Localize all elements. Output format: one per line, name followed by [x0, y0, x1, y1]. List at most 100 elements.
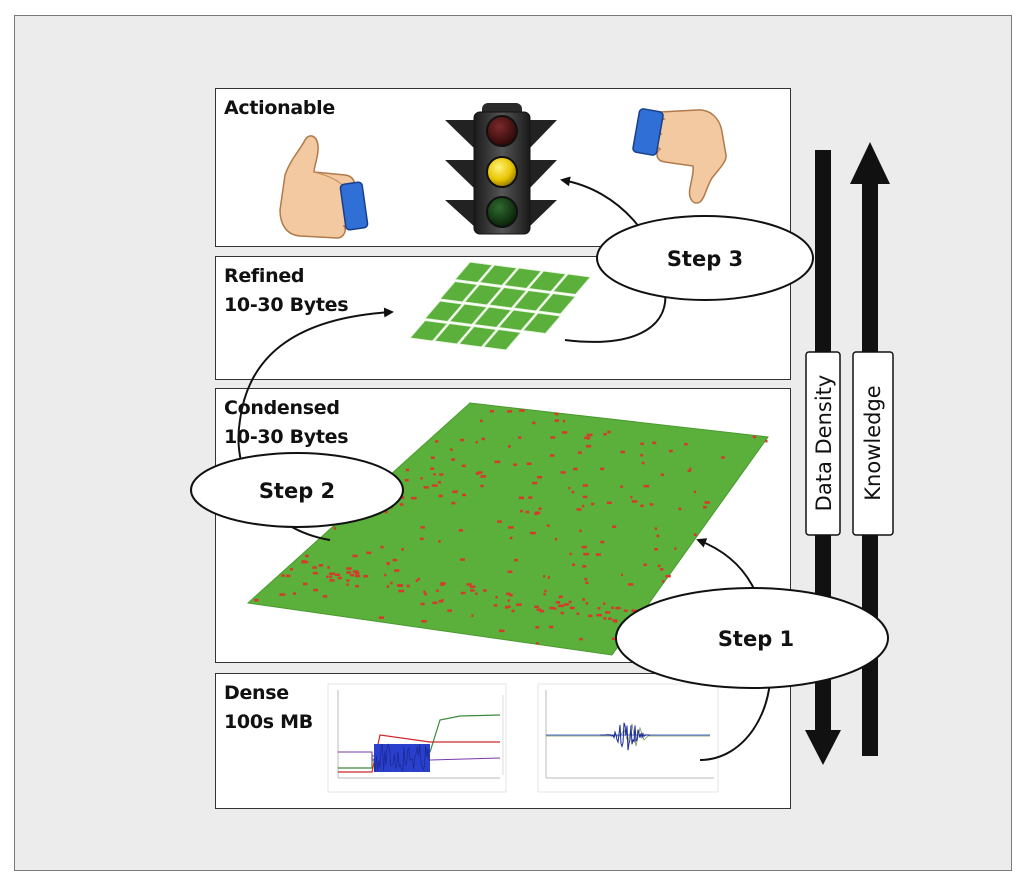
anomaly-dot: [423, 486, 429, 489]
anomaly-dot: [559, 595, 563, 598]
anomaly-dot: [585, 445, 592, 448]
anomaly-dot: [398, 584, 403, 587]
anomaly-dot: [547, 576, 550, 579]
anomaly-dot: [579, 529, 582, 533]
refined-size: 10-30 Bytes: [224, 294, 349, 316]
anomaly-dot: [558, 604, 565, 608]
anomaly-dot: [451, 458, 456, 461]
anomaly-dot: [334, 573, 341, 577]
dense-title: Dense: [224, 682, 289, 704]
anomaly-dot: [519, 409, 525, 412]
anomaly-dot: [660, 568, 664, 571]
anomaly-dot: [582, 598, 585, 601]
anomaly-dot: [525, 510, 530, 514]
refined-tile: [439, 280, 479, 303]
anomaly-dot: [419, 537, 424, 541]
anomaly-dot: [532, 421, 536, 425]
anomaly-dot: [532, 481, 538, 485]
anomaly-dot: [612, 637, 618, 640]
anomaly-dot: [514, 558, 518, 562]
anomaly-dot: [554, 419, 559, 422]
anomaly-dot: [640, 504, 644, 507]
knowledge-label: Knowledge: [861, 385, 885, 500]
anomaly-dot: [536, 608, 542, 611]
anomaly-dot: [423, 590, 426, 594]
anomaly-dot: [640, 454, 644, 457]
anomaly-dot: [471, 614, 474, 617]
anomaly-dot: [305, 554, 309, 558]
panel-refined-label: Refined 10-30 Bytes: [224, 262, 349, 320]
anomaly-dot: [600, 540, 605, 544]
anomaly-dot: [505, 592, 511, 596]
anomaly-dot: [660, 473, 665, 476]
anomaly-dot: [656, 534, 660, 538]
anomaly-dot: [326, 575, 329, 578]
anomaly-dot: [652, 441, 657, 445]
anomaly-dot: [303, 560, 309, 564]
refined-tile: [454, 261, 494, 284]
anomaly-dot: [549, 454, 555, 457]
anomaly-dot: [569, 606, 575, 610]
step2-badge: Step 2: [190, 452, 404, 528]
thumbs-up-icon: [279, 135, 369, 239]
anomaly-dot: [608, 617, 612, 620]
anomaly-dot: [674, 547, 677, 550]
anomaly-dot: [620, 450, 626, 454]
anomaly-dot: [392, 558, 398, 562]
anomaly-dot: [765, 440, 768, 443]
anomaly-dot: [549, 606, 555, 610]
anomaly-dot: [507, 410, 513, 413]
refined-tile: [478, 264, 518, 287]
anomaly-dot: [554, 412, 559, 416]
anomaly-dot: [420, 526, 425, 529]
anomaly-dot: [526, 462, 532, 465]
refined-tile: [433, 322, 473, 345]
anomaly-dot: [477, 471, 483, 474]
anomaly-dot: [568, 486, 571, 490]
anomaly-dot: [621, 573, 624, 577]
dense-plot-left: [327, 683, 507, 793]
anomaly-dot: [398, 589, 405, 593]
traffic-light-icon: [445, 103, 557, 235]
anomaly-dot: [420, 602, 425, 606]
anomaly-dot: [669, 449, 673, 453]
anomaly-dot: [513, 463, 518, 466]
anomaly-dot: [313, 588, 318, 592]
anomaly-dot: [530, 531, 536, 535]
anomaly-dot: [438, 540, 441, 543]
anomaly-dot: [630, 495, 633, 499]
anomaly-dot: [577, 451, 582, 454]
anomaly-dot: [461, 464, 466, 468]
anomaly-dot: [489, 410, 494, 413]
anomaly-dot: [643, 563, 647, 566]
anomaly-dot: [452, 490, 457, 494]
step1-label: Step 1: [718, 627, 794, 651]
anomaly-dot: [576, 612, 580, 615]
anomaly-dot: [654, 548, 658, 551]
anomaly-dot: [595, 553, 601, 556]
anomaly-dot: [643, 484, 650, 488]
anomaly-dot: [337, 576, 342, 580]
dense-size: 100s MB: [224, 711, 313, 733]
anomaly-dot: [612, 525, 617, 528]
anomaly-dot: [605, 611, 611, 614]
anomaly-dot: [333, 527, 337, 530]
anomaly-dot: [493, 604, 498, 607]
anomaly-dot: [404, 478, 409, 482]
anomaly-dot: [281, 574, 285, 577]
anomaly-dot: [350, 573, 354, 577]
anomaly-dot: [279, 593, 286, 596]
anomaly-dot: [550, 436, 556, 439]
anomaly-dot: [582, 495, 588, 499]
refined-tile: [448, 303, 488, 326]
anomaly-dot: [584, 436, 591, 440]
anomaly-dot: [440, 583, 445, 586]
anomaly-dot: [607, 430, 611, 434]
step3-badge: Step 3: [596, 215, 814, 301]
anomaly-dot: [462, 493, 467, 497]
anomaly-dot: [401, 548, 404, 551]
anomaly-dot: [439, 473, 444, 476]
knowledge-label-box: Knowledge: [852, 351, 894, 536]
anomaly-dot: [563, 603, 569, 606]
